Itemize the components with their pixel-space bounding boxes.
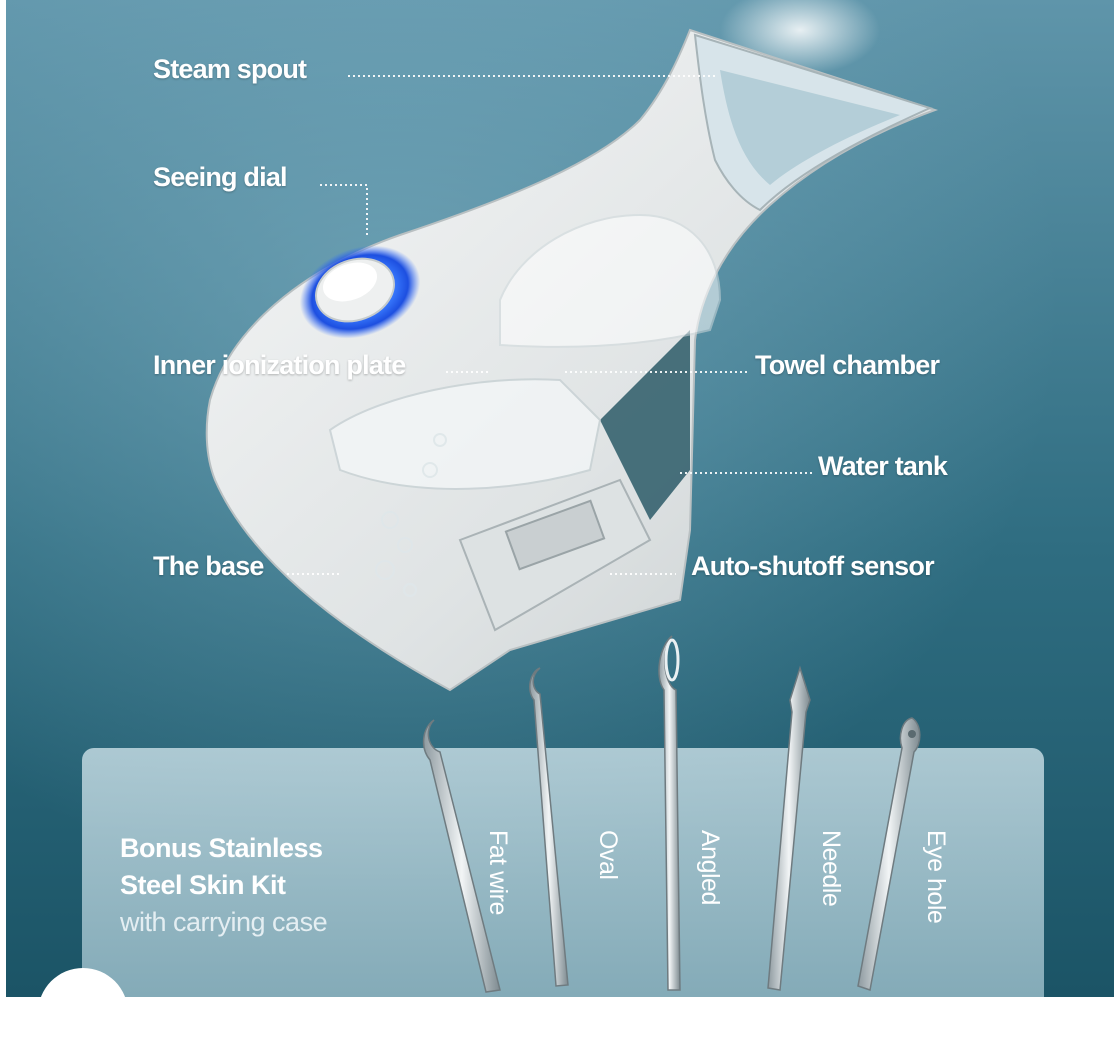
- label-auto-shutoff-sensor: Auto-shutoff sensor: [691, 551, 935, 581]
- label-towel-chamber: Towel chamber: [755, 350, 940, 380]
- tool-fat-wire: [422, 719, 501, 993]
- tool-oval: [528, 667, 569, 987]
- setting-dial: [299, 245, 421, 339]
- tool-label-oval: Oval: [594, 830, 622, 880]
- label-steam-spout: Steam spout: [153, 54, 307, 84]
- tool-needle: [767, 665, 811, 991]
- leader-lines: [287, 75, 812, 575]
- label-water-tank: Water tank: [818, 451, 948, 481]
- label-setting-dial: Seeing dial: [153, 162, 288, 192]
- tool-label-needle: Needle: [817, 830, 845, 907]
- tool-angled: [658, 635, 681, 991]
- tool-label-eye-hole: Eye hole: [922, 830, 950, 924]
- kit-line-1: Bonus Stainless: [120, 833, 323, 863]
- kit-panel: [82, 748, 1044, 997]
- label-the-base: The base: [153, 551, 264, 581]
- kit-line-3: with carrying case: [120, 907, 328, 937]
- tool-eye-hole: [857, 717, 921, 991]
- avatar[interactable]: [38, 968, 128, 1058]
- tool-label-fat-wire: Fat wire: [484, 830, 512, 915]
- label-inner-ionization-plate: Inner ionization plate: [153, 350, 406, 380]
- kit-description: Bonus Stainless Steel Skin Kit with carr…: [120, 830, 328, 941]
- product-illustration: [6, 0, 1114, 997]
- kit-line-2: Steel Skin Kit: [120, 870, 286, 900]
- tool-label-angled: Angled: [696, 830, 724, 905]
- facial-steamer-device: [205, 28, 939, 692]
